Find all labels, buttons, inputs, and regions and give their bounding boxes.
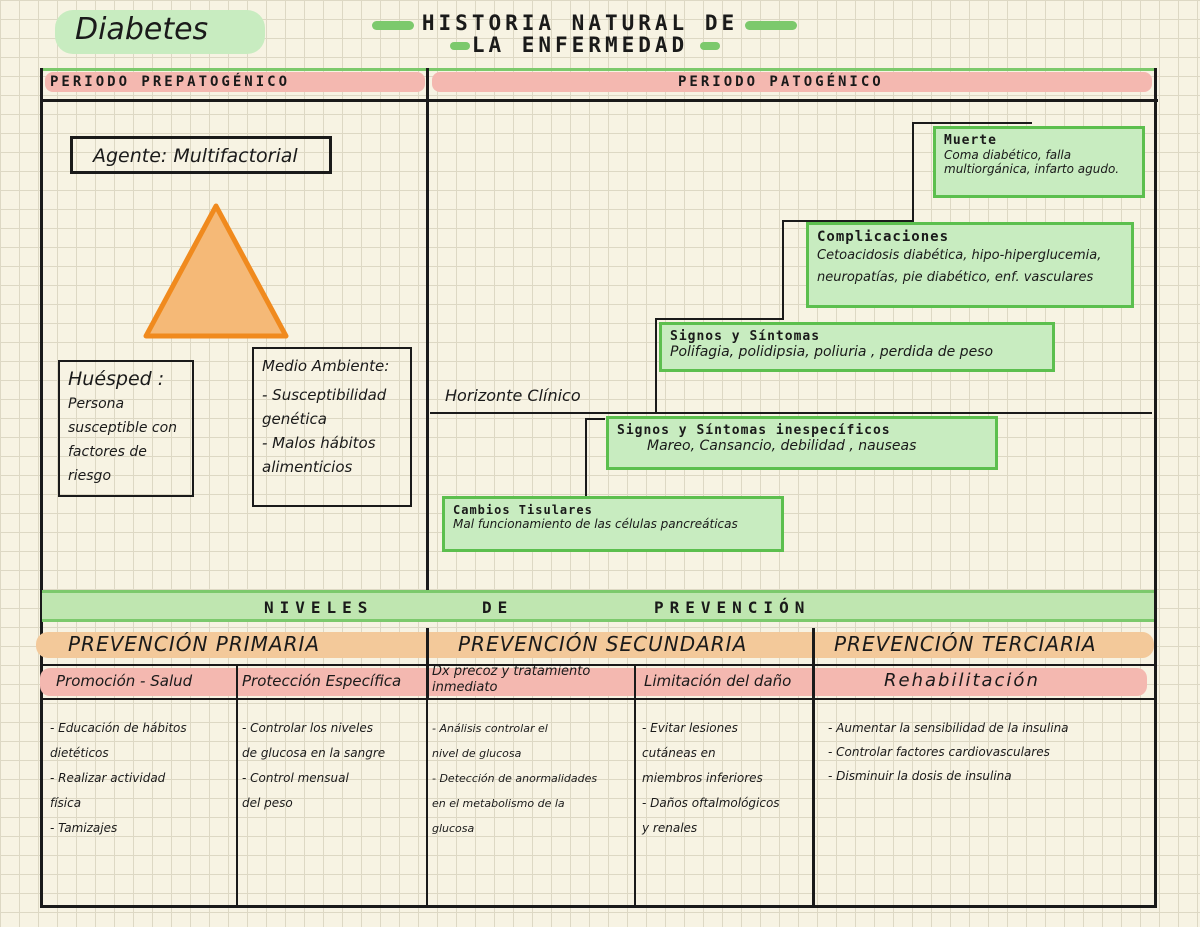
prevention-subheaders-highlight [40,668,1147,696]
col-header-promotion: Promoción - Salud [56,672,193,690]
environment-title: Medio Ambiente: [262,357,390,375]
prev-divider-col3 [634,664,636,906]
environment-item-1: - Susceptibilidad genética [262,386,387,428]
stair-line-4 [585,418,605,420]
stair-riser-2 [782,220,784,320]
stair-line-1 [912,122,1032,124]
agent-box: Agente: Multifactorial [70,136,332,174]
col-header-damage-limit: Limitación del daño [644,672,792,690]
prevention-levels-highlight [36,632,1154,658]
stair-riser-3 [655,318,657,413]
prevention-banner: NIVELES DE PREVENCIÓN [42,590,1154,622]
stage-signs-symptoms: Signos y Síntomas Polifagia, polidipsia,… [659,322,1055,372]
prevention-secondary-label: PREVENCIÓN SECUNDARIA [458,632,748,656]
frame-line-right [1154,68,1157,908]
col-header-rehab: Rehabilitación [884,670,1040,691]
host-title: Huésped : [68,368,165,390]
stage-nonspecific-signs-text: Mareo, Cansancio, debilidad , nauseas [647,438,917,454]
stage-death-title: Muerte [944,133,997,148]
host-text: Persona susceptible con factores de ries… [68,396,178,484]
page-title-line-2: LA ENFERMEDAD [471,33,689,57]
stair-line-2 [782,220,914,222]
col-text-damage-limit: - Evitar lesiones cutáneas en miembros i… [642,721,780,835]
stage-tissue-changes-title: Cambios Tisulares [453,503,593,517]
col-text-protection: - Controlar los niveles de glucosa en la… [242,721,386,810]
period-pato-highlight [432,72,1152,92]
stage-nonspecific-signs-title: Signos y Síntomas inespecíficos [617,423,891,438]
frame-line-top [40,99,1158,102]
horizon-label: Horizonte Clínico [445,386,581,405]
host-box: Huésped : Persona susceptible con factor… [58,360,194,497]
horizon-line [430,412,1152,414]
prev-divider-col2 [426,664,428,906]
title-deco-left [372,21,414,30]
col-text-early-dx: - Análisis controlar el nivel de glucosa… [432,722,598,835]
stair-line-3 [655,318,784,320]
environment-box: Medio Ambiente: - Susceptibilidad genéti… [252,347,412,507]
col-text-rehab: - Aumentar la sensibilidad de la insulin… [828,721,1069,783]
frame-line-left [40,68,43,908]
period-pre-highlight [45,72,425,92]
prev-subheader-top [40,664,1157,666]
page-title-line-1: HISTORIA NATURAL DE [421,11,739,35]
stage-tissue-changes: Cambios Tisulares Mal funcionamiento de … [442,496,784,552]
prev-divider-col1 [236,664,238,906]
stage-tissue-changes-text: Mal funcionamiento de las células pancre… [453,517,738,531]
title-deco-left-2 [450,42,470,50]
prevention-primary-label: PREVENCIÓN PRIMARIA [68,632,321,656]
col-text-promotion: - Educación de hábitos dietéticos - Real… [50,721,187,835]
prev-divider-primary-secondary [426,628,429,698]
stair-riser-1 [912,122,914,222]
triad-triangle-shape [143,203,289,339]
prevention-banner-word-1: NIVELES [264,598,374,617]
col-header-protection: Protección Específica [242,672,402,690]
period-pre-label: PERIODO PREPATOGÉNICO [50,74,291,90]
prevention-banner-word-2: DE [482,598,514,617]
triad-triangle-icon [143,203,289,339]
logo-text: Diabetes [75,12,209,47]
title-deco-right-2 [700,42,720,50]
title-deco-right [745,21,797,30]
page-title: HISTORIA NATURAL DE LA ENFERMEDAD [400,12,760,56]
environment-item-2: - Malos hábitos alimenticios [262,434,376,476]
stage-complications-title: Complicaciones [817,229,950,245]
stage-death-text: Coma diabético, falla multiorgánica, inf… [944,148,1120,176]
prevention-tertiary-label: PREVENCIÓN TERCIARIA [834,632,1097,656]
frame-line-bottom [40,905,1157,908]
period-pato-label: PERIODO PATOGÉNICO [678,74,884,90]
stair-riser-4 [585,418,587,496]
prev-divider-secondary-tertiary [812,628,815,906]
prev-subheader-bottom [40,698,1157,700]
prevention-banner-word-3: PREVENCIÓN [654,598,811,617]
period-header-bar [42,68,1155,103]
stage-nonspecific-signs: Signos y Síntomas inespecíficos Mareo, C… [606,416,998,470]
stage-death: Muerte Coma diabético, falla multiorgáni… [933,126,1145,198]
col-header-early-dx: Dx precoz y tratamiento inmediato [432,664,591,695]
stage-complications-text: Cetoacidosis diabética, hipo-hiperglucem… [817,248,1102,285]
logo [55,10,265,54]
stage-signs-symptoms-title: Signos y Síntomas [670,329,821,344]
frame-line-middle [426,68,429,590]
stage-complications: Complicaciones Cetoacidosis diabética, h… [806,222,1134,308]
stage-signs-symptoms-text: Polifagia, polidipsia, poliuria , perdid… [670,344,994,360]
agent-label: Agente: Multifactorial [93,145,298,167]
